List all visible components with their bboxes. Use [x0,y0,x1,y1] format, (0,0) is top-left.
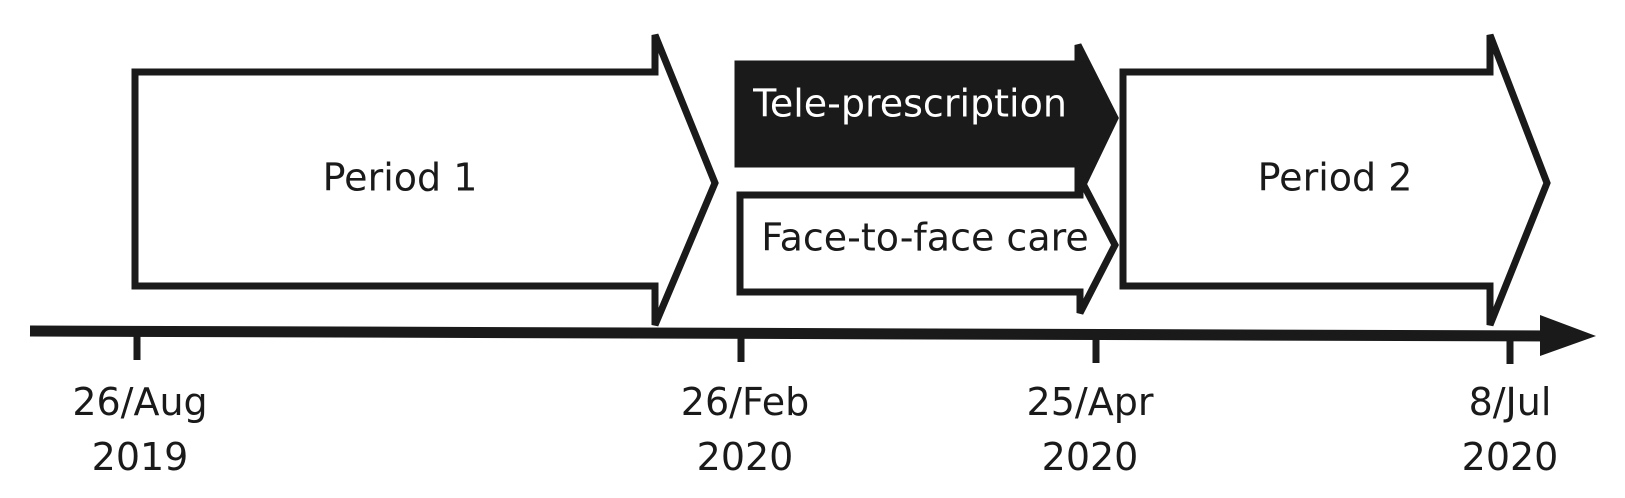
time-axis-arrowhead [1540,315,1596,356]
date-3-year: 2020 [1042,435,1139,479]
period-1-arrow: Period 1 [131,33,719,327]
date-4-day: 8/Jul [1469,380,1552,424]
face-to-face-label: Face-to-face care [761,216,1089,260]
date-3-day: 25/Apr [1027,380,1154,424]
date-2-day: 26/Feb [681,380,809,424]
time-axis-line [29,325,1556,342]
face-to-face-arrow: Face-to-face care [736,176,1119,315]
tele-prescription-arrow: Tele-prescription [734,43,1119,197]
tele-prescription-arrow-shape [734,43,1119,197]
face-to-face-arrow-shape [736,176,1119,315]
date-1-day: 26/Aug [72,380,207,424]
period-2-label: Period 2 [1258,156,1413,200]
date-4-year: 2020 [1462,435,1559,479]
time-axis [29,315,1596,364]
date-labels: 26/Aug 2019 26/Feb 2020 25/Apr 2020 8/Ju… [72,380,1558,479]
date-1-year: 2019 [92,435,189,479]
period-1-arrow-shape [131,33,719,327]
tele-prescription-label: Tele-prescription [752,82,1067,126]
period-1-label: Period 1 [323,156,478,200]
period-2-arrow-shape [1119,33,1551,327]
period-2-arrow: Period 2 [1119,33,1551,327]
date-2-year: 2020 [697,435,794,479]
